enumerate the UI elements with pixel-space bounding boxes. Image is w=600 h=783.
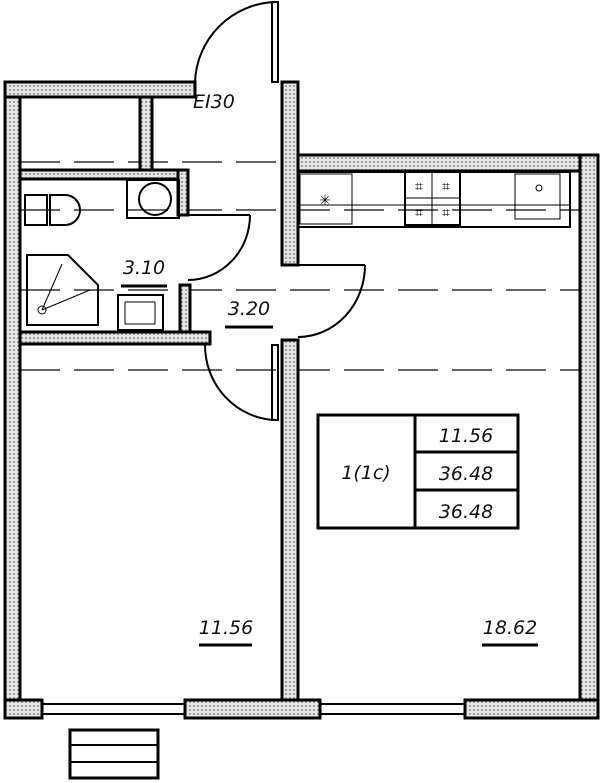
area-summary-table: 1(1с) 11.56 36.48 36.48 <box>316 413 520 530</box>
door-fire-rating-label: EI30 <box>193 91 235 113</box>
bedroom-door[interactable] <box>203 344 279 421</box>
ventilation-icon: ✳ <box>319 193 331 209</box>
svg-text:⌗: ⌗ <box>442 205 450 221</box>
shower <box>26 254 99 326</box>
total-area-with-balcony-value: 36.48 <box>439 501 493 523</box>
bedroom-area-label: 11.56 <box>199 617 253 639</box>
sink <box>117 294 164 331</box>
walls <box>3 80 600 720</box>
bathroom-door[interactable] <box>187 214 251 281</box>
stove-icon: ⌗ ⌗ ⌗ ⌗ <box>415 179 450 221</box>
living-area-label: 18.62 <box>483 617 537 639</box>
kitchen-counter <box>297 171 571 228</box>
entrance-door[interactable] <box>194 1 279 83</box>
living-room-door[interactable] <box>297 264 366 338</box>
hall-area-label: 3.20 <box>228 298 270 320</box>
svg-text:✳: ✳ <box>319 193 331 209</box>
svg-text:⌗: ⌗ <box>415 205 423 221</box>
apartment-type: 1(1с) <box>341 462 390 484</box>
toilet <box>24 194 81 226</box>
balcony <box>68 728 160 780</box>
washing-machine <box>126 179 180 219</box>
living-area-value: 11.56 <box>439 425 493 447</box>
svg-text:⌗: ⌗ <box>442 179 450 195</box>
bathroom-area-label: 3.10 <box>123 257 165 279</box>
svg-text:⌗: ⌗ <box>415 179 423 195</box>
windows <box>41 703 466 715</box>
total-area-value: 36.48 <box>439 463 493 485</box>
